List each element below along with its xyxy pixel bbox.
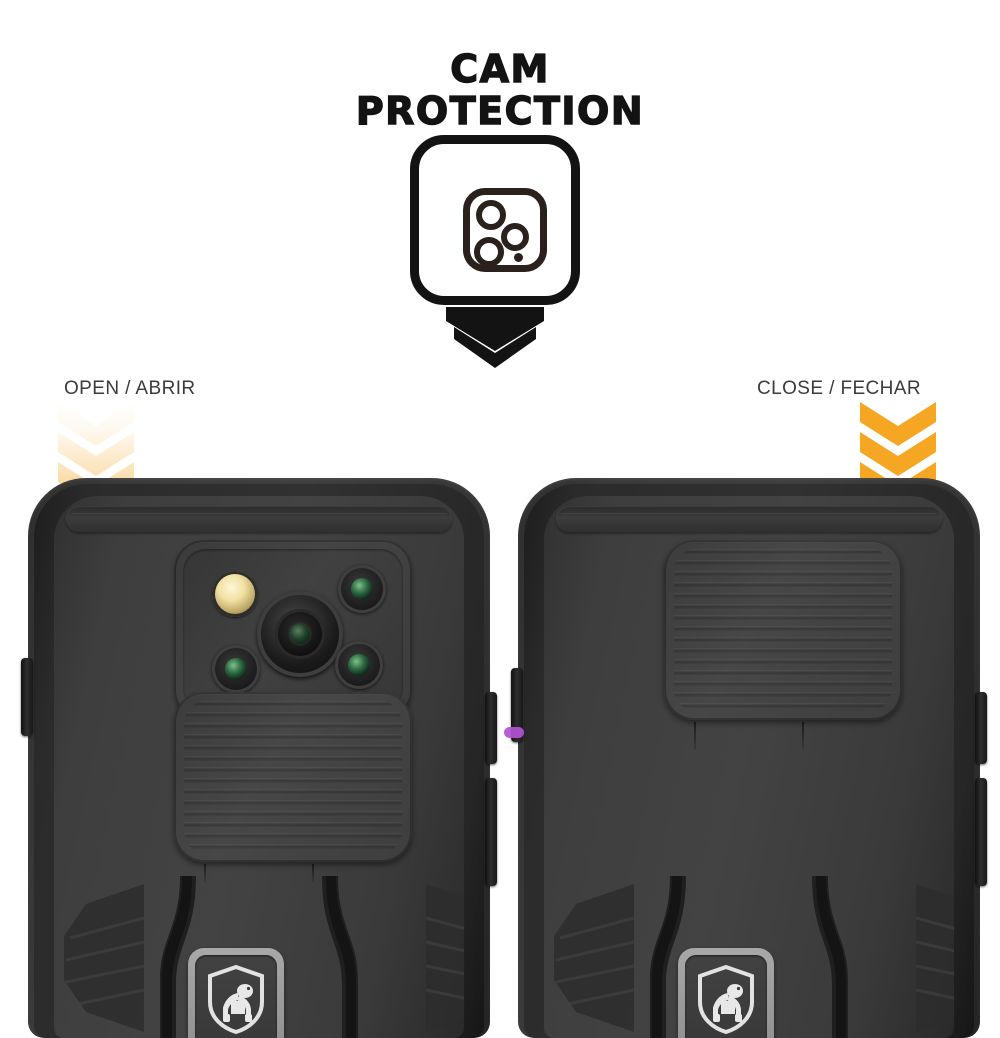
top-ridge-band xyxy=(556,506,942,532)
panel-seam xyxy=(694,722,696,750)
main-lens xyxy=(257,591,343,677)
lens-2 xyxy=(338,565,386,613)
grip-fin-left xyxy=(58,874,144,1038)
grip-fin-right xyxy=(426,874,464,1038)
grip-fin-right xyxy=(916,874,954,1038)
sensor-dot-icon xyxy=(514,253,523,262)
badge-frame xyxy=(410,135,580,305)
brand-badge-inner xyxy=(685,955,767,1038)
camera-badge xyxy=(410,135,590,380)
slider-grip-ridges xyxy=(674,549,892,711)
accent-dot xyxy=(504,727,524,738)
camera-cover-slider[interactable] xyxy=(664,540,902,720)
page-title: CAM PROTECTION xyxy=(0,47,1000,133)
volume-button-up[interactable] xyxy=(975,692,987,764)
led-flash-icon xyxy=(212,571,258,617)
label-close: CLOSE / FECHAR xyxy=(757,378,921,399)
kickstand-frame[interactable] xyxy=(146,876,372,1038)
title-line-1: CAM xyxy=(449,47,550,91)
kickstand-frame[interactable] xyxy=(636,876,862,1038)
lens-3 xyxy=(212,645,260,693)
camera-module-icon xyxy=(463,188,547,272)
panel-seam xyxy=(802,722,804,750)
brand-badge xyxy=(188,948,284,1038)
lens-4 xyxy=(335,641,383,689)
grip-fin-left xyxy=(548,874,634,1038)
power-button[interactable] xyxy=(975,778,987,886)
label-open: OPEN / ABRIR xyxy=(64,378,196,399)
volume-button-up[interactable] xyxy=(485,692,497,764)
case-inner xyxy=(544,496,954,1038)
phone-case-close xyxy=(511,478,987,1038)
side-button-left[interactable] xyxy=(511,668,523,742)
slider-grip-ridges xyxy=(184,701,402,853)
brand-badge xyxy=(678,948,774,1038)
chevron-down-icon xyxy=(446,307,544,369)
camera-plate-inner xyxy=(183,549,403,711)
brand-badge-inner xyxy=(195,955,277,1038)
panel-seam xyxy=(312,864,314,882)
lens-icon-1 xyxy=(476,200,506,230)
camera-cover-slider[interactable] xyxy=(174,692,412,862)
camera-plate xyxy=(174,540,412,720)
panel-seam xyxy=(204,864,206,882)
title-line-2: PROTECTION xyxy=(355,89,645,133)
gorilla-shield-logo xyxy=(698,964,754,1034)
infographic-canvas: CAM PROTECTION OPEN / ABRIR CLOSE / FECH… xyxy=(0,47,1000,1038)
power-button[interactable] xyxy=(485,778,497,886)
lens-icon-2 xyxy=(501,223,529,251)
top-ridge-band xyxy=(66,506,452,532)
gorilla-shield-logo xyxy=(208,964,264,1034)
case-inner xyxy=(54,496,464,1038)
phone-case-open xyxy=(21,478,497,1038)
lens-icon-3 xyxy=(474,237,504,267)
side-button-left[interactable] xyxy=(21,658,33,736)
